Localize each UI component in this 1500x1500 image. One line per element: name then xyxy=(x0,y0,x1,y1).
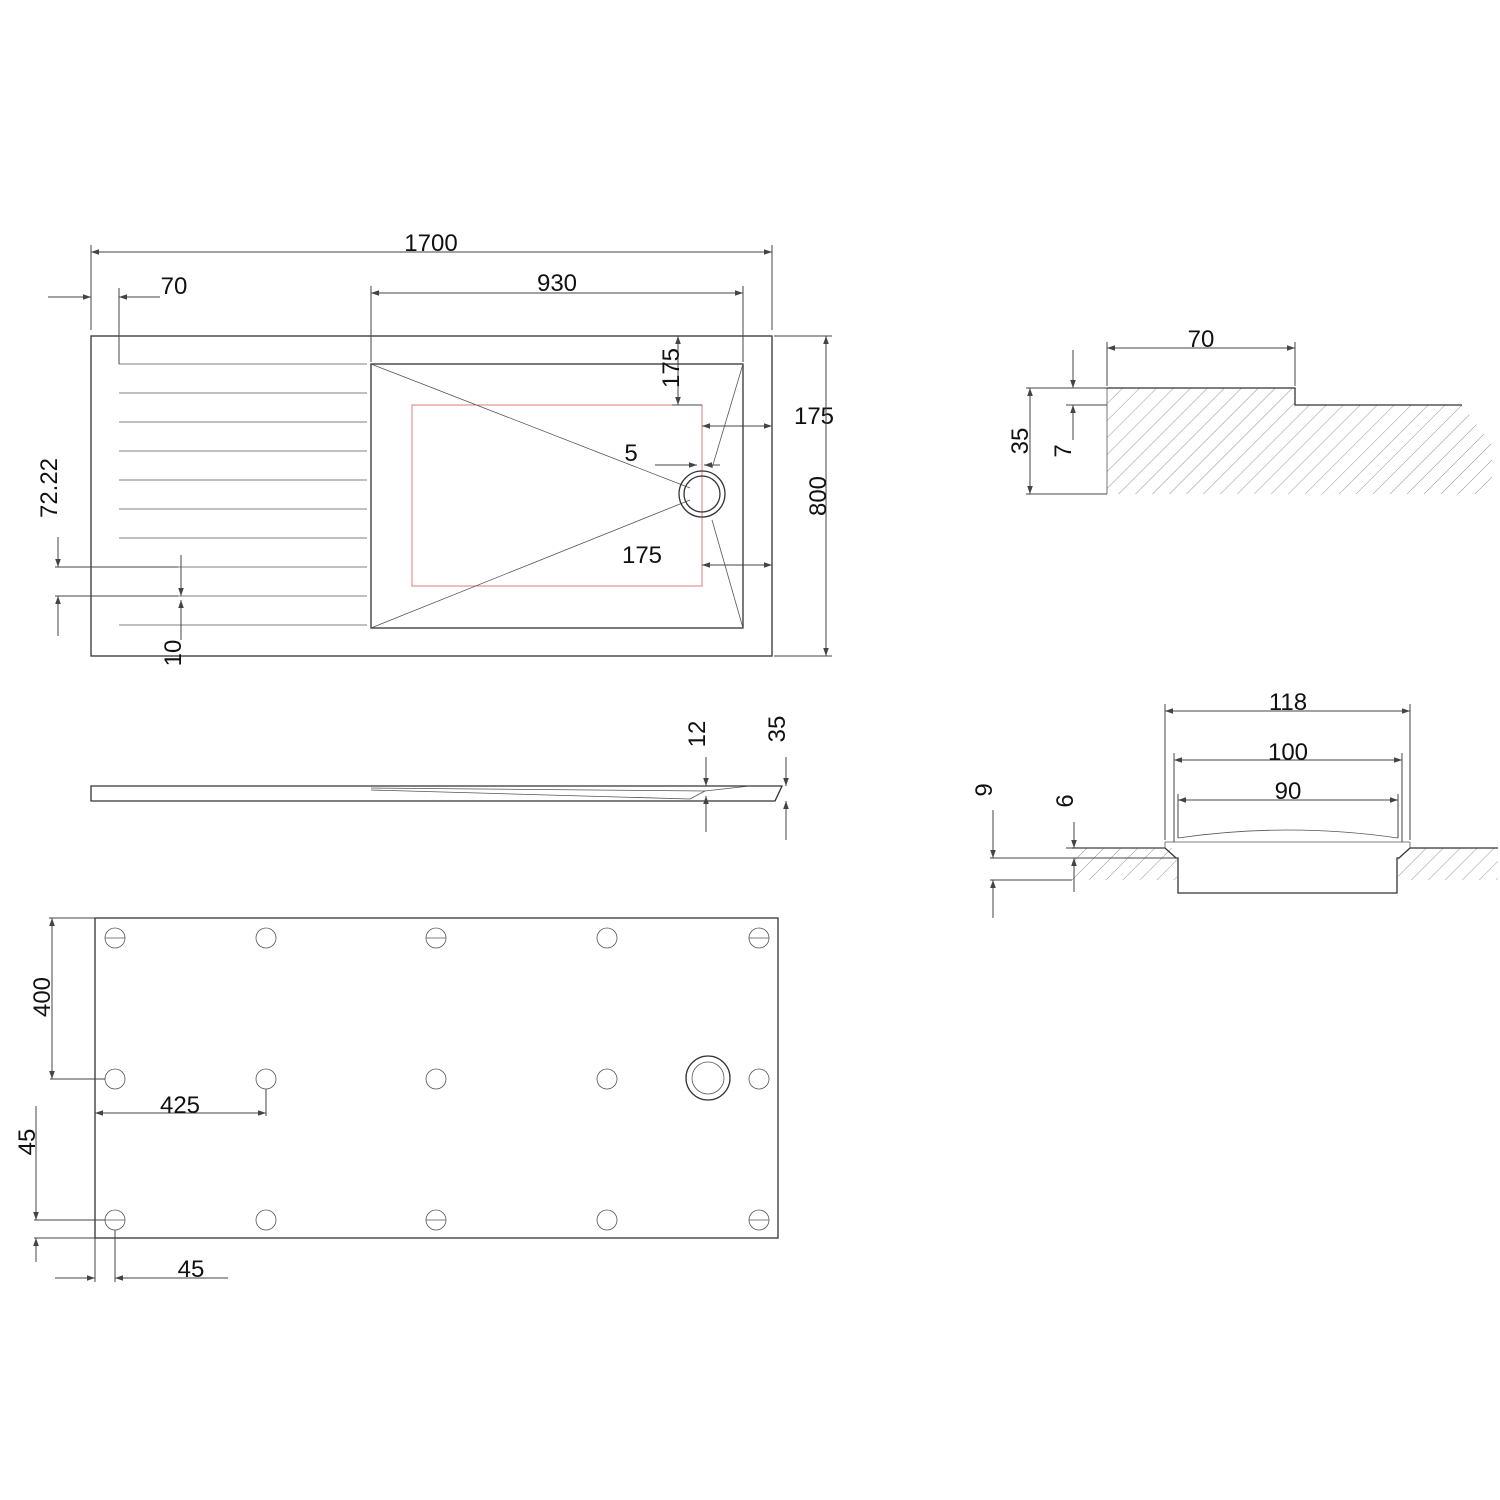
bowl-outline xyxy=(370,363,744,629)
dim-middle-width: 100 xyxy=(1268,739,1308,766)
dim-foot-offset-x: 45 xyxy=(178,1256,205,1283)
waste-inner xyxy=(683,475,721,513)
bottom-waste-outer xyxy=(685,1055,731,1101)
edge-detail: 70 35 7 xyxy=(1007,326,1492,495)
bowl-floor-red xyxy=(411,404,703,587)
dim-bowl-length: 930 xyxy=(537,270,577,297)
dim-lip-height: 6 xyxy=(1052,794,1079,807)
top-view: 1700 70 930 175 175 5 175 800 xyxy=(36,230,834,666)
side-view: 12 35 xyxy=(90,716,791,840)
dim-foot-offset-y: 45 xyxy=(14,1129,41,1156)
counter-left-hatch xyxy=(1072,848,1177,880)
dim-depth: 800 xyxy=(805,476,832,516)
dim-recess-height: 9 xyxy=(971,783,998,796)
dim-overall-length: 1700 xyxy=(404,230,457,257)
dim-groove-width: 10 xyxy=(160,640,187,667)
dim-slope-depth: 12 xyxy=(684,721,711,748)
dim-outer-width: 118 xyxy=(1269,689,1307,716)
dim-total-height: 35 xyxy=(764,716,791,743)
dim-inner-width: 90 xyxy=(1275,778,1302,805)
dim-foot-spacing-x: 425 xyxy=(160,1092,200,1119)
bottom-view: 400 425 45 45 xyxy=(14,917,779,1283)
dim-waste-offset: 5 xyxy=(624,440,637,467)
sink-outline xyxy=(90,335,773,657)
dim-edge-margin: 70 xyxy=(161,273,188,300)
dim-step-height: 7 xyxy=(1050,444,1077,457)
dim-groove-pitch: 72.22 xyxy=(36,458,63,518)
dim-bowl-right-offset: 175 xyxy=(794,403,834,430)
counter-right-hatch xyxy=(1398,848,1498,880)
waste-outer xyxy=(678,470,726,518)
bottom-waste-inner xyxy=(691,1061,725,1095)
dim-foot-spacing-y: 400 xyxy=(29,977,56,1017)
dim-bowl-bottom-offset: 175 xyxy=(622,542,662,569)
drainer-grooves xyxy=(119,363,367,626)
dim-total-thickness: 35 xyxy=(1007,428,1034,455)
support-feet xyxy=(104,927,770,1231)
edge-section xyxy=(1107,388,1492,494)
waste-detail: 118 100 90 9 6 xyxy=(971,689,1498,918)
side-profile xyxy=(90,785,784,802)
dim-bowl-top-offset: 175 xyxy=(658,348,685,388)
bowl-slope-lines xyxy=(370,363,744,629)
dim-step-width: 70 xyxy=(1188,326,1215,353)
bottom-outline xyxy=(94,917,779,1239)
